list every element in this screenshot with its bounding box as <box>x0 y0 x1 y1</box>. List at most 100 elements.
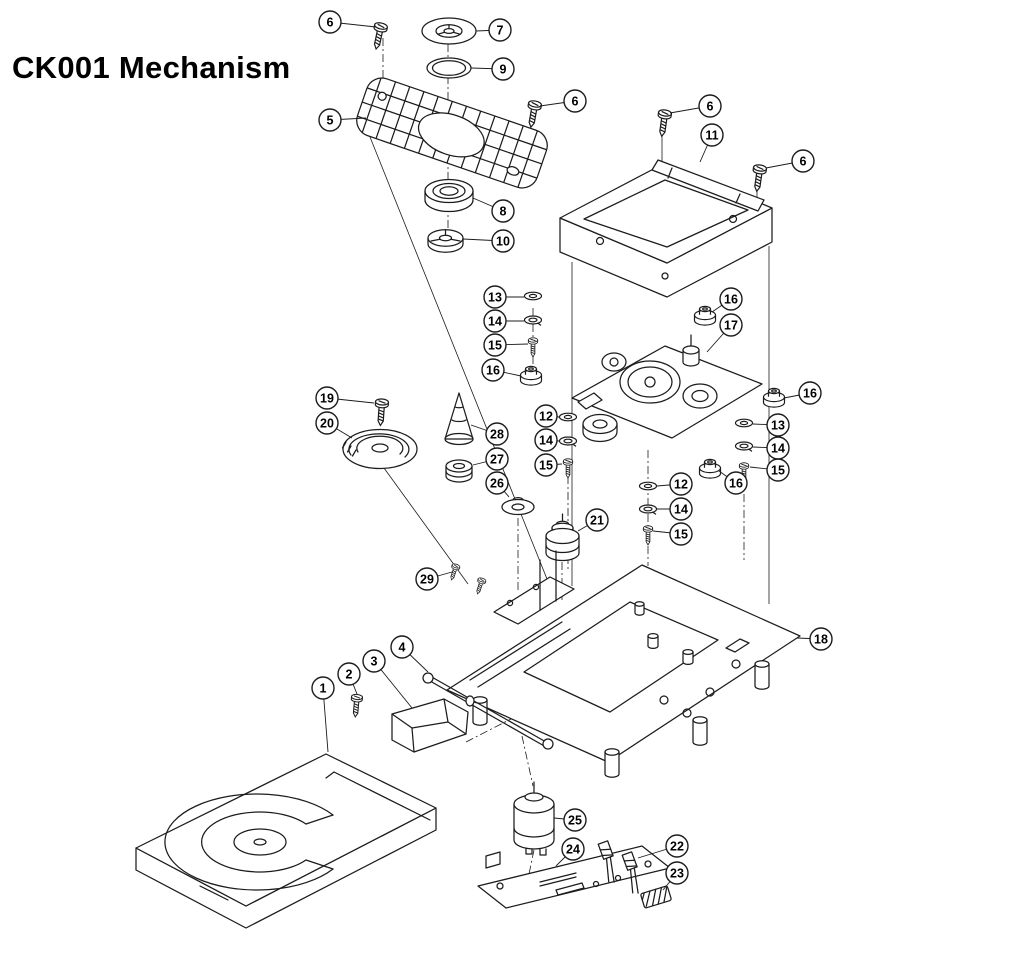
part-26-pulley <box>501 496 535 516</box>
callout-number-9: 9 <box>500 62 507 76</box>
callout-29-33: 29 <box>415 567 439 591</box>
callout-circle-17 <box>719 313 743 337</box>
callout-number-22: 22 <box>670 839 684 853</box>
callout-circle-24 <box>561 837 585 861</box>
callout-number-12: 12 <box>674 477 688 491</box>
callout-number-3: 3 <box>371 654 378 668</box>
callout-circle-21 <box>585 508 609 532</box>
callout-circle-14 <box>669 497 693 521</box>
callout-21-32: 21 <box>585 508 609 532</box>
callout-circle-2 <box>337 662 361 686</box>
callout-number-16: 16 <box>803 386 817 400</box>
callout-circle-3 <box>362 649 386 673</box>
callout-14-11: 14 <box>483 309 507 333</box>
callout-1-35: 1 <box>311 676 335 700</box>
part-21-damper <box>545 513 580 562</box>
part-5-grid-plate <box>356 76 548 189</box>
callout-circle-12 <box>534 404 558 428</box>
part-19-screw <box>373 397 390 427</box>
callout-circle-6 <box>318 10 342 34</box>
callout-number-13: 13 <box>488 290 502 304</box>
callout-6-5: 6 <box>698 94 722 118</box>
part-20-spring-disc <box>341 428 418 470</box>
callout-number-29: 29 <box>420 572 434 586</box>
callout-9-2: 9 <box>491 57 515 81</box>
callout-number-15: 15 <box>488 338 502 352</box>
callout-16-29: 16 <box>724 471 748 495</box>
part-2-screw <box>349 693 364 718</box>
callout-circle-19 <box>315 386 339 410</box>
callout-circle-6 <box>698 94 722 118</box>
callout-2-36: 2 <box>337 662 361 686</box>
callout-number-6: 6 <box>800 154 807 168</box>
callout-number-11: 11 <box>705 128 718 142</box>
callout-number-15: 15 <box>539 458 553 472</box>
callout-circle-5 <box>318 108 342 132</box>
callout-circle-18 <box>809 627 833 651</box>
callout-5-3: 5 <box>318 108 342 132</box>
part-11-top-frame <box>559 159 773 298</box>
callout-circle-9 <box>491 57 515 81</box>
part-7-clamper-disc <box>421 17 477 45</box>
callout-number-26: 26 <box>490 476 504 490</box>
callout-number-27: 27 <box>490 452 504 466</box>
callout-number-19: 19 <box>320 391 334 405</box>
callout-number-18: 18 <box>814 632 828 646</box>
callout-10-9: 10 <box>491 229 515 253</box>
callout-27-26: 27 <box>485 447 509 471</box>
part-18-base-chassis <box>446 550 801 778</box>
callout-circle-12 <box>669 472 693 496</box>
callout-number-6: 6 <box>572 94 579 108</box>
callout-number-2: 2 <box>346 667 353 681</box>
callout-number-25: 25 <box>568 813 582 827</box>
part-23-connector <box>640 885 672 909</box>
part-28-cone-spring <box>444 392 474 446</box>
callout-number-8: 8 <box>500 204 507 218</box>
callout-circle-29 <box>415 567 439 591</box>
callout-number-13: 13 <box>771 418 785 432</box>
callout-circle-1 <box>311 676 335 700</box>
callout-18-34: 18 <box>809 627 833 651</box>
callout-circle-13 <box>766 413 790 437</box>
callout-number-10: 10 <box>496 234 510 248</box>
part-4-guide-rod <box>422 672 554 750</box>
callout-16-15: 16 <box>481 358 505 382</box>
callout-number-14: 14 <box>488 314 502 328</box>
callout-number-7: 7 <box>497 23 504 37</box>
callout-number-12: 12 <box>539 409 553 423</box>
callout-circle-8 <box>491 199 515 223</box>
callout-circle-6 <box>791 149 815 173</box>
callout-circle-20 <box>315 411 339 435</box>
callout-8-8: 8 <box>491 199 515 223</box>
callout-number-17: 17 <box>724 318 738 332</box>
assembly-axis-lines <box>367 38 770 875</box>
callout-circle-23 <box>665 861 689 885</box>
callout-number-4: 4 <box>399 640 406 654</box>
callout-15-22: 15 <box>766 458 790 482</box>
callout-circle-27 <box>485 447 509 471</box>
callout-circle-4 <box>390 635 414 659</box>
callout-number-28: 28 <box>490 427 504 441</box>
callout-circle-16 <box>719 287 743 311</box>
part-17-traverse-deck <box>571 334 763 443</box>
callout-15-21: 15 <box>534 453 558 477</box>
callout-6-4: 6 <box>563 89 587 113</box>
part-22-switches <box>597 840 639 894</box>
callout-13-18: 13 <box>766 413 790 437</box>
callout-12-17: 12 <box>534 404 558 428</box>
part-1-disc-tray <box>135 753 437 929</box>
callout-circle-10 <box>491 229 515 253</box>
callout-26-27: 26 <box>485 471 509 495</box>
part-10-hub <box>427 229 464 253</box>
callout-circle-28 <box>485 422 509 446</box>
callout-6-7: 6 <box>791 149 815 173</box>
part-9-ring <box>426 57 472 79</box>
callout-19-23: 19 <box>315 386 339 410</box>
callout-number-14: 14 <box>771 441 785 455</box>
callout-circle-16 <box>481 358 505 382</box>
callout-circle-26 <box>485 471 509 495</box>
callout-circle-14 <box>534 428 558 452</box>
